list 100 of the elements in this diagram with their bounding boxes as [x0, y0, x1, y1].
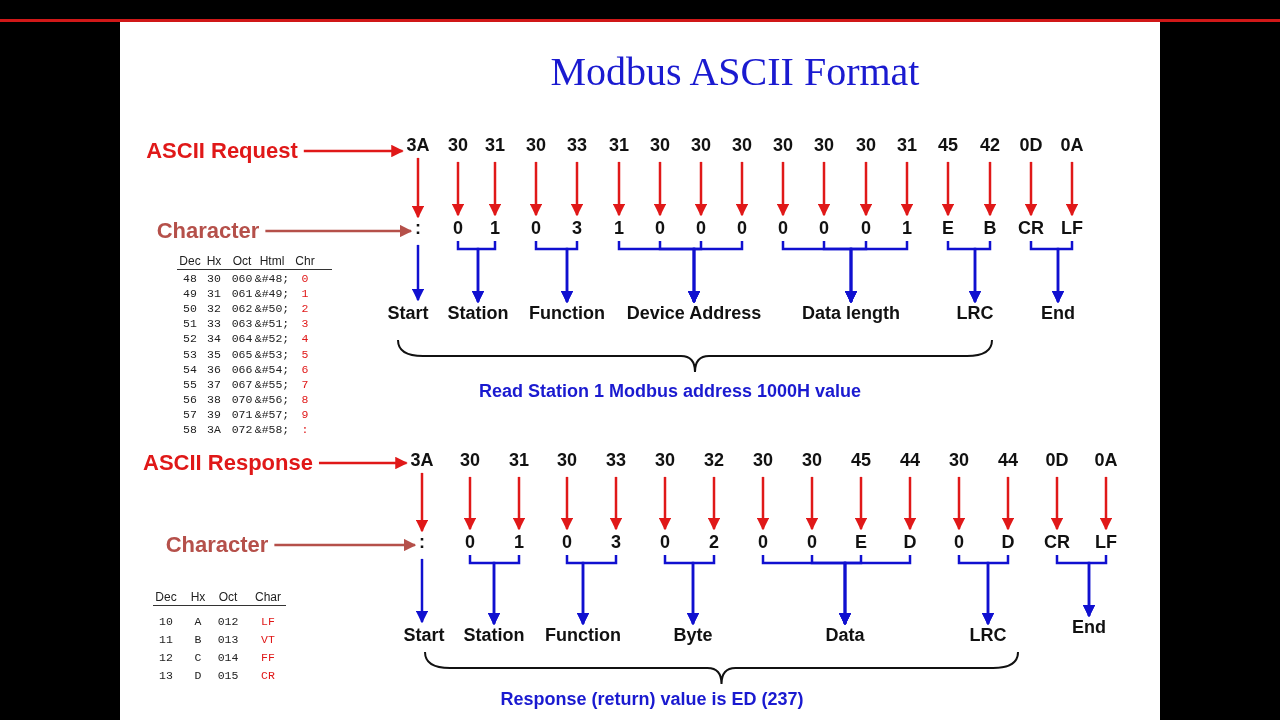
table-cell: &#48; [254, 271, 290, 285]
table-cell: 11 [159, 632, 173, 646]
character: D [1001, 533, 1015, 553]
arrow [854, 476, 868, 531]
hex-code: 45 [851, 451, 871, 471]
table-cell: LF [261, 614, 275, 628]
table-cell: &#50; [254, 301, 290, 315]
table-cell: &#56; [254, 392, 290, 406]
table-cell: 30 [207, 271, 221, 285]
hex-code: 30 [732, 136, 752, 156]
arrow [451, 161, 465, 217]
table-cell: 072 [231, 422, 253, 436]
table-cell: 015 [217, 668, 239, 682]
hex-code: 30 [448, 136, 468, 156]
table-cell: 065 [231, 347, 253, 360]
arrow [983, 161, 997, 217]
arrow [1024, 161, 1038, 217]
arrow [411, 244, 425, 302]
character: 3 [611, 533, 621, 553]
character: CR [1018, 219, 1044, 239]
character: 0 [758, 533, 768, 553]
arrow [1001, 476, 1015, 531]
hex-code: 30 [753, 451, 773, 471]
table-cell: 062 [231, 301, 253, 315]
arrow [560, 240, 579, 304]
table-header-cell: Oct [218, 590, 238, 604]
table-cell: &#57; [254, 407, 290, 421]
arrow [411, 157, 425, 219]
character: 0 [819, 219, 829, 239]
table-cell: 10 [159, 614, 173, 628]
table-cell: 066 [231, 362, 253, 376]
caption-text: Read Station 1 Modbus address 1000H value [478, 382, 862, 402]
arrow [735, 161, 749, 217]
character: 2 [709, 533, 719, 553]
table-cell: &#49; [254, 286, 290, 300]
table-cell: 3 [301, 316, 309, 330]
table-cell: 2 [301, 301, 309, 315]
arrow [1099, 476, 1113, 531]
arrow [274, 538, 417, 552]
table-cell: 39 [207, 407, 221, 421]
caption-text: Response (return) value is ED (237) [500, 690, 804, 710]
arrow [776, 161, 790, 217]
arrow [529, 161, 543, 217]
character: 0 [737, 219, 747, 239]
table-cell: : [301, 422, 309, 436]
table-cell: 36 [207, 362, 221, 376]
table-cell: 31 [207, 286, 221, 300]
field-name: Data length [802, 304, 900, 324]
hex-code: 30 [460, 451, 480, 471]
hex-code: 0A [1060, 136, 1084, 156]
character: 0 [465, 533, 475, 553]
arrow [560, 476, 574, 531]
hex-code: 42 [980, 136, 1000, 156]
table-cell: 54 [183, 362, 197, 376]
field-name: Function [529, 304, 605, 324]
character: 0 [954, 533, 964, 553]
table-cell: 012 [217, 614, 239, 628]
table-cell: 8 [301, 392, 309, 406]
field-name: LRC [969, 626, 1007, 646]
table-cell: &#51; [254, 316, 290, 330]
table-cell: &#54; [254, 362, 290, 376]
table-cell: CR [261, 668, 275, 682]
table-header-cell: Hx [206, 254, 222, 268]
arrow [687, 240, 744, 304]
character: 1 [614, 219, 624, 239]
table-cell: 3A [207, 422, 221, 436]
arrow [900, 161, 914, 217]
arrow [1051, 240, 1074, 304]
arrow [756, 476, 770, 531]
table-cell: 51 [183, 316, 197, 330]
arrow [838, 554, 912, 626]
hex-code: 32 [704, 451, 724, 471]
table-cell: 33 [207, 316, 221, 330]
field-name: Start [403, 626, 445, 646]
field-name: Function [545, 626, 621, 646]
character: 1 [514, 533, 524, 553]
field-name: Station [447, 304, 509, 324]
character: : [419, 533, 425, 553]
character: 0 [660, 533, 670, 553]
field-name: End [1041, 304, 1075, 324]
character: CR [1044, 533, 1070, 553]
character: 0 [778, 219, 788, 239]
hex-code: 45 [938, 136, 958, 156]
character: B [983, 219, 997, 239]
arrow [653, 161, 667, 217]
hex-code: 44 [998, 451, 1018, 471]
hex-code: 3A [406, 136, 430, 156]
hex-code: 30 [773, 136, 793, 156]
hex-code: 30 [655, 451, 675, 471]
table-cell: 13 [159, 668, 173, 682]
table-cell: 56 [183, 392, 197, 406]
table-header-cell: Char [255, 590, 281, 604]
arrow [463, 476, 477, 531]
table-cell: 58 [183, 422, 197, 436]
arrow [941, 161, 955, 217]
arrow [1050, 476, 1064, 531]
hex-code: 30 [650, 136, 670, 156]
arrow [817, 161, 831, 217]
table-cell: 063 [231, 316, 253, 330]
arrow [968, 240, 992, 304]
